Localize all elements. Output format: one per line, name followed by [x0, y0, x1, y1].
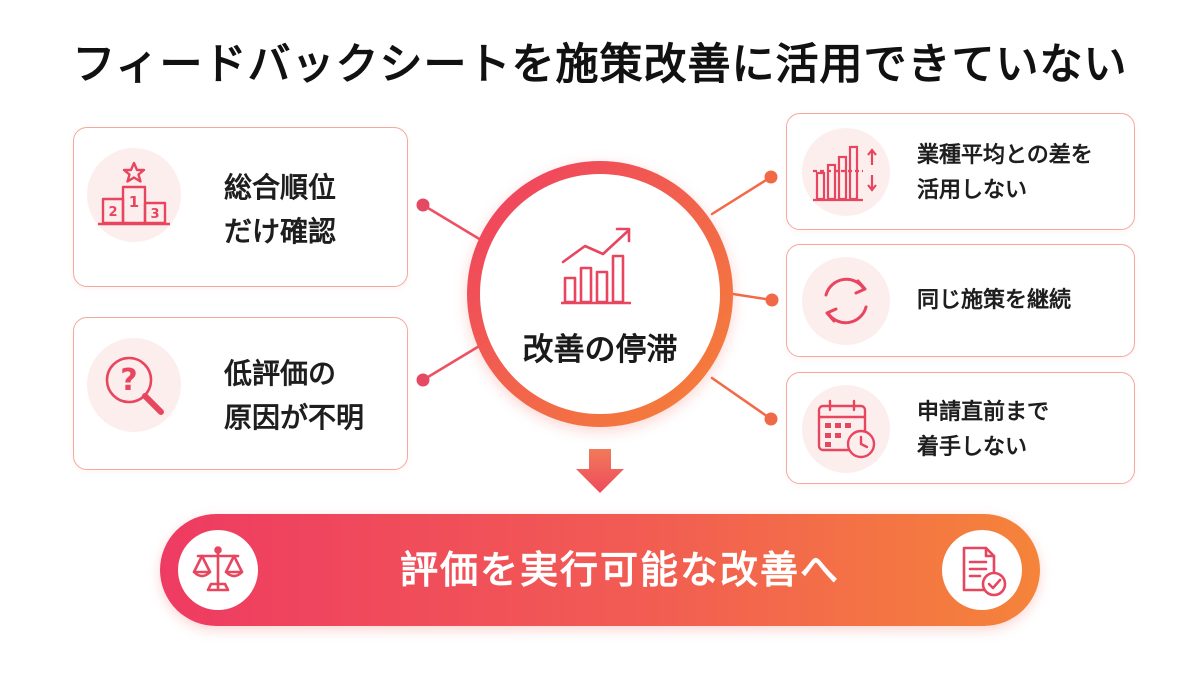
card-line-1: 低評価の: [224, 357, 337, 390]
podium-icon: 1 2 3: [87, 148, 181, 242]
podium-third-label: 3: [150, 207, 159, 222]
hub-inner: 改善の停滞: [480, 174, 720, 414]
page-title: フィードバックシートを施策改善に活用できていない: [72, 40, 1128, 90]
balance-scale-icon: [178, 530, 258, 610]
card-line-2: 着手しない: [917, 435, 1028, 460]
card-text: 同じ施策を継続: [917, 283, 1071, 318]
card-text: 業種平均との差を 活用しない: [917, 138, 1093, 208]
hub-label: 改善の停滞: [522, 332, 678, 368]
card-line-1: 業種平均との差を: [917, 143, 1093, 168]
card-text: 総合順位 だけ確認: [224, 166, 336, 254]
card-text: 申請直前まで 着手しない: [917, 395, 1049, 465]
banner-text: 評価を実行可能な改善へ: [399, 548, 840, 592]
connector-left-bottom: [421, 343, 483, 382]
cycle-arrows-icon: [802, 257, 890, 345]
card-line-2: だけ確認: [224, 215, 337, 248]
rising-bar-chart-icon: [559, 224, 643, 312]
connector-dot: [764, 170, 778, 184]
podium-first-label: 1: [129, 193, 139, 211]
question-mark: ?: [120, 363, 137, 398]
card-line-1: 総合順位: [224, 171, 337, 204]
connector-left-top: [421, 203, 483, 242]
card-text: 低評価の 原因が不明: [224, 352, 364, 440]
connector-dot: [416, 198, 430, 212]
document-check-icon: [942, 530, 1022, 610]
connector-right-top: [710, 175, 773, 216]
connector-dot: [765, 293, 779, 307]
connector-dot: [416, 373, 430, 387]
card-line-1: 同じ施策を継続: [917, 288, 1072, 313]
connector-right-mid: [731, 292, 774, 302]
card-line-2: 活用しない: [917, 178, 1028, 203]
bar-comparison-icon: [802, 128, 890, 216]
card-unknown-low-rating-cause: ? 低評価の 原因が不明: [73, 317, 408, 470]
connector-dot: [764, 412, 778, 426]
down-arrow-icon: [574, 449, 626, 499]
connector-right-bottom: [710, 376, 773, 421]
card-industry-average-gap: 業種平均との差を 活用しない: [786, 113, 1135, 230]
card-line-1: 申請直前まで: [917, 400, 1050, 425]
card-line-2: 原因が不明: [224, 401, 365, 434]
podium-second-label: 2: [108, 205, 117, 220]
card-last-minute-start: 申請直前まで 着手しない: [786, 372, 1135, 484]
card-same-measures: 同じ施策を継続: [786, 244, 1135, 357]
calendar-clock-icon: [802, 385, 890, 473]
card-overall-rank-only: 1 2 3 総合順位 だけ確認: [73, 127, 408, 287]
conclusion-banner: 評価を実行可能な改善へ: [160, 514, 1040, 626]
central-hub-circle: 改善の停滞: [467, 161, 733, 427]
question-magnifier-icon: ?: [87, 338, 181, 432]
